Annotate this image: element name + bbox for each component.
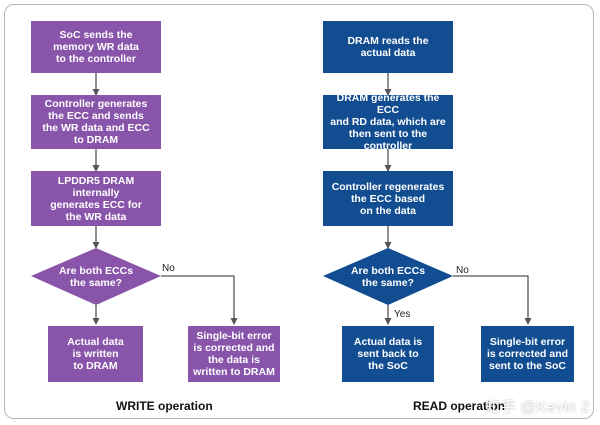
read-step-3: Controller regenerates the ECC based on … [323, 171, 453, 226]
read-caption: READ operation [413, 399, 506, 413]
write-decision-diamond [31, 248, 161, 305]
watermark-text: 知乎 @Kevin Z [485, 399, 591, 416]
write-arrow-no [161, 275, 238, 325]
read-arrow-no [453, 275, 532, 325]
write-step-2: Controller generates the ECC and sends t… [31, 95, 161, 149]
read-no-label: No [456, 265, 469, 276]
write-step-3: LPDDR5 DRAM internally generates ECC for… [31, 171, 161, 226]
write-no-label: No [162, 263, 175, 274]
read-step-1: DRAM reads the actual data [323, 21, 453, 73]
read-outcome-same: Actual data is sent back to the SoC [342, 326, 434, 382]
read-decision-label: Are both ECCs the same? [350, 265, 426, 289]
write-step-1: SoC sends the memory WR data to the cont… [31, 21, 161, 73]
read-outcome-corrected: Single-bit error is corrected and sent t… [481, 326, 574, 382]
write-caption: WRITE operation [116, 399, 213, 413]
write-outcome-same: Actual data is written to DRAM [48, 326, 143, 382]
read-decision-diamond [323, 248, 453, 305]
write-outcome-corrected: Single-bit error is corrected and the da… [188, 326, 280, 382]
read-step-2: DRAM generates the ECC and RD data, whic… [323, 92, 453, 152]
read-yes-label: Yes [394, 309, 411, 320]
write-decision-label: Are both ECCs the same? [58, 265, 134, 289]
